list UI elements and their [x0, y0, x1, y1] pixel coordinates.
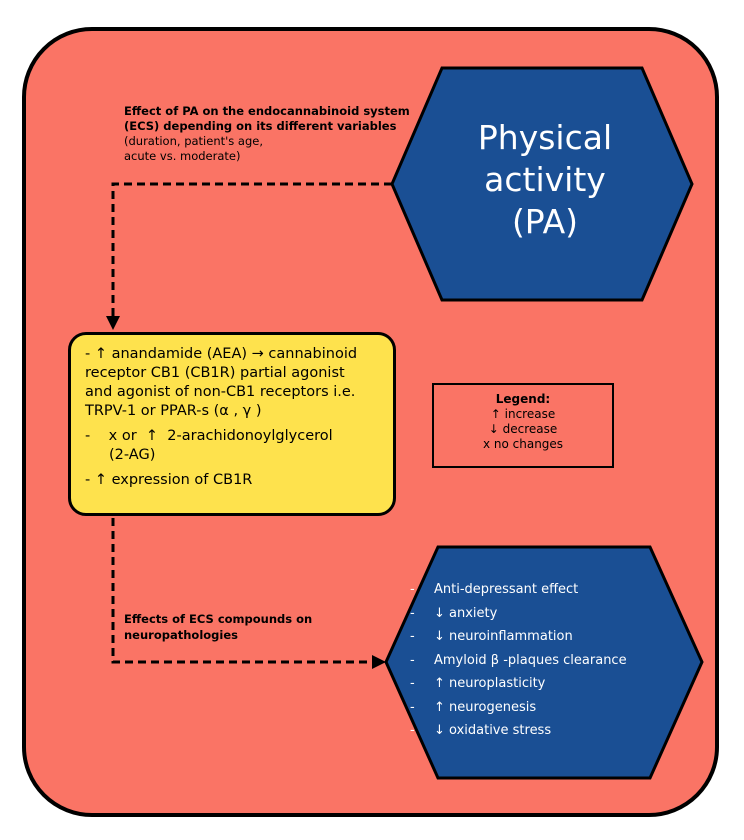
effect-text: ↑ neurogenesis [434, 699, 537, 715]
bottom-arrow-label: Effects of ECS compounds on neuropatholo… [124, 611, 344, 643]
physical-activity-title: Physical activity (PA) [420, 117, 670, 243]
ecs-item-3: - ↑ expression of CB1R [85, 472, 253, 488]
effect-item: - ↑ neurogenesis [410, 696, 700, 720]
top-arrowhead [106, 316, 120, 330]
ecs-item-1-line-1: - ↑ anandamide (AEA) → cannabinoid [85, 346, 358, 362]
top-label-line-2: (ECS) depending on its different variabl… [124, 119, 397, 133]
ecs-item-2-line-1: - x or ↑ 2-arachidonoylglycerol [85, 428, 333, 444]
top-arrow-label: Effect of PA on the endocannabinoid syst… [124, 104, 424, 164]
effect-dash: - [410, 629, 415, 644]
legend-box: Legend: ↑ increase ↓ decrease x no chang… [432, 383, 614, 468]
legend-title: Legend: [495, 392, 551, 406]
bottom-arrowhead [372, 655, 386, 669]
ecs-effects-box: - ↑ anandamide (AEA) → cannabinoid recep… [68, 332, 396, 516]
effect-dash: - [410, 582, 415, 597]
legend-decrease: ↓ decrease [488, 422, 558, 436]
top-dashed-arrow [111, 182, 392, 318]
effect-text: ↑ neuroplasticity [434, 676, 546, 691]
legend-increase: ↑ increase [490, 407, 556, 421]
effect-item: - ↓ anxiety [410, 602, 700, 626]
top-label-line-1: Effect of PA on the endocannabinoid syst… [124, 104, 410, 118]
pa-line-2: activity [484, 160, 606, 199]
effect-item: - ↑ neuroplasticity [410, 672, 700, 696]
effect-text: ↓ anxiety [434, 605, 498, 621]
pa-line-1: Physical [477, 118, 613, 157]
ecs-item-2-line-2: (2-AG) [109, 447, 156, 463]
effect-item: - ↓ neuroinflammation [410, 625, 700, 649]
pa-line-3: (PA) [511, 202, 579, 241]
effect-dash: - [410, 652, 415, 668]
ecs-item-1-line-4: TRPV-1 or PPAR-s (α , γ ) [85, 403, 262, 419]
effect-dash: - [410, 723, 415, 738]
effect-text: Amyloid β -plaques clearance [434, 652, 627, 668]
top-label-line-4: acute vs. moderate) [124, 149, 241, 163]
bottom-label-line-2: neuropathologies [124, 628, 238, 642]
bottom-dashed-arrow [111, 518, 374, 664]
effect-text: Anti-depressant effect [434, 582, 579, 597]
effect-item: - ↓ oxidative stress [410, 719, 700, 743]
ecs-item-1-line-2: receptor CB1 (CB1R) partial agonist [85, 365, 345, 381]
effect-dash: - [410, 605, 415, 621]
bottom-label-line-1: Effects of ECS compounds on [124, 612, 313, 626]
legend-no-change: x no changes [482, 437, 564, 451]
top-label-line-3: (duration, patient's age, [124, 134, 263, 148]
effect-text: ↓ neuroinflammation [434, 629, 573, 644]
effect-dash: - [410, 676, 415, 691]
neuropathology-effects-list: - Anti-depressant effect - ↓ anxiety - ↓ ne… [410, 578, 700, 743]
effect-item: - Amyloid β -plaques clearance [410, 649, 700, 673]
effect-dash: - [410, 699, 415, 715]
effect-text: ↓ oxidative stress [434, 723, 552, 738]
effect-item: - Anti-depressant effect [410, 578, 700, 602]
ecs-item-1-line-3: and agonist of non-CB1 receptors i.e. [85, 384, 356, 400]
